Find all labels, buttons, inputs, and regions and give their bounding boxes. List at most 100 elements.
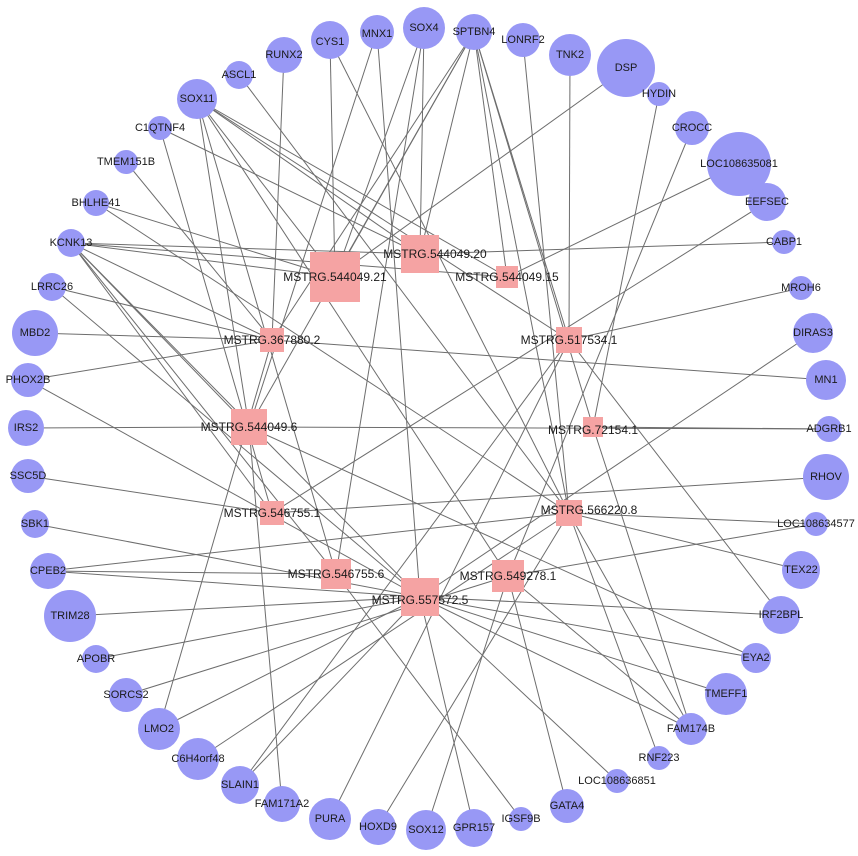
gene-node-tex22[interactable]	[782, 551, 820, 589]
gene-node-fam171a2[interactable]	[264, 786, 300, 822]
gene-node-phox2b[interactable]	[11, 363, 45, 397]
gene-node-sorcs2[interactable]	[109, 678, 143, 712]
edge-m-72154-1-hydin	[592, 93, 660, 428]
gene-node-loc108635081[interactable]	[707, 132, 771, 196]
gene-node-slain1[interactable]	[221, 766, 259, 804]
edge-m-517534-1-irf2bpl	[568, 339, 782, 616]
edge-m-557572-5-cpeb2	[47, 570, 421, 598]
gene-node-eefsec[interactable]	[748, 183, 786, 221]
edge-m-557572-5-eya2	[419, 596, 757, 659]
edge-m-566220-8-hoxd9	[377, 512, 570, 828]
node-label-lmo2: LMO2	[144, 723, 174, 735]
gene-node-sox11[interactable]	[177, 79, 217, 119]
hub-node-mstrg-566220-8[interactable]	[556, 500, 582, 526]
node-label-ascl1: ASCL1	[222, 69, 257, 81]
gene-node-sox4[interactable]	[403, 7, 445, 49]
gene-node-loc108636851[interactable]	[605, 769, 629, 793]
gene-node-fam174b[interactable]	[675, 713, 707, 745]
hub-node-mstrg-544049-15[interactable]	[496, 266, 518, 288]
gene-node-sptbn4[interactable]	[456, 14, 492, 50]
edge-layer	[25, 27, 830, 831]
gene-node-mn1[interactable]	[806, 360, 846, 400]
edge-m-367880-2-lrrc26	[51, 286, 273, 341]
edge-m-557572-5-irf2bpl	[419, 596, 782, 616]
gene-node-c1qtnf4[interactable]	[148, 116, 172, 140]
hub-node-mstrg-367880-2[interactable]	[260, 328, 284, 352]
gene-node-tnk2[interactable]	[549, 34, 591, 76]
gene-node-loc108634577[interactable]	[804, 512, 828, 536]
gene-node-kcnk13[interactable]	[57, 229, 85, 257]
hub-node-mstrg-517534-1[interactable]	[556, 327, 582, 353]
gene-node-sox12[interactable]	[406, 810, 446, 850]
gene-node-bhlhe41[interactable]	[83, 190, 109, 216]
gene-node-irs2[interactable]	[8, 410, 44, 446]
edge-m-367880-2-runx2	[271, 54, 285, 341]
edge-m-546755-1-ssc5d	[27, 475, 273, 514]
gene-node-cabp1[interactable]	[772, 230, 796, 254]
gene-node-cpeb2[interactable]	[30, 553, 66, 589]
gene-node-rhov[interactable]	[803, 454, 849, 500]
hub-node-mstrg-546755-1[interactable]	[260, 501, 284, 525]
hub-node-mstrg-549278-1[interactable]	[492, 560, 524, 592]
edge-m-544049-21-kcnk13	[70, 242, 336, 278]
gene-node-ssc5d[interactable]	[11, 459, 45, 493]
gene-node-apobr[interactable]	[82, 645, 110, 673]
gene-node-dsp[interactable]	[597, 39, 655, 97]
edge-m-546755-1-c1qtnf4	[159, 127, 273, 514]
gene-node-ascl1[interactable]	[225, 61, 253, 89]
gene-node-eya2[interactable]	[741, 643, 771, 673]
edge-m-557572-5-phox2b	[27, 379, 421, 598]
gene-node-lrrc26[interactable]	[38, 273, 66, 301]
node-label-lrrc26: LRRC26	[31, 281, 73, 293]
gene-node-tmeff1[interactable]	[705, 673, 747, 715]
gene-node-crocc[interactable]	[675, 111, 709, 145]
edge-m-557572-5-diras3	[419, 332, 814, 598]
gene-node-mnx1[interactable]	[360, 15, 394, 49]
gene-node-tmem151b[interactable]	[114, 150, 138, 174]
gene-node-c6h4orf48[interactable]	[177, 738, 219, 780]
hub-node-mstrg-72154-1[interactable]	[583, 417, 603, 437]
gene-node-igsf9b[interactable]	[509, 807, 533, 831]
hub-node-mstrg-544049-21[interactable]	[310, 252, 360, 302]
hub-node-mstrg-557572-5[interactable]	[401, 578, 439, 616]
gene-node-gata4[interactable]	[550, 789, 584, 823]
edge-m-549278-1-gata4	[507, 575, 568, 807]
node-label-tmem151b: TMEM151B	[97, 156, 155, 168]
gene-node-pura[interactable]	[309, 798, 351, 840]
edge-m-367880-2-tmem151b	[125, 161, 273, 341]
node-label-mnx1: MNX1	[362, 28, 393, 40]
gene-node-lmo2[interactable]	[138, 708, 180, 750]
node-label-loc108636851: LOC108636851	[578, 775, 656, 787]
node-label-cpeb2: CPEB2	[30, 565, 66, 577]
node-label-tnk2: TNK2	[556, 49, 584, 61]
hub-node-mstrg-546755-6[interactable]	[321, 559, 351, 589]
gene-node-hydin[interactable]	[647, 82, 671, 106]
hub-node-mstrg-544049-6[interactable]	[231, 409, 267, 445]
gene-node-hoxd9[interactable]	[360, 809, 396, 845]
edge-m-566220-8-c6h4orf48	[197, 512, 570, 760]
gene-node-gpr157[interactable]	[455, 809, 493, 847]
node-label-mn1: MN1	[814, 374, 837, 386]
gene-node-cys1[interactable]	[311, 21, 349, 59]
gene-node-trim28[interactable]	[44, 590, 96, 642]
gene-node-sbk1[interactable]	[21, 510, 49, 538]
gene-node-mroh6[interactable]	[789, 276, 813, 300]
edge-m-544049-21-sox11	[196, 98, 336, 278]
edge-m-566220-8-lonrf2	[522, 39, 570, 514]
node-label-runx2: RUNX2	[265, 49, 302, 61]
gene-node-diras3[interactable]	[793, 313, 833, 353]
edge-m-557572-5-trim28	[69, 596, 421, 617]
hub-node-mstrg-544049-20[interactable]	[401, 235, 439, 273]
node-label-bhlhe41: BHLHE41	[72, 197, 121, 209]
gene-node-rnf223[interactable]	[647, 746, 671, 770]
node-label-mstrg-546755-6: MSTRG.546755.6	[288, 567, 385, 581]
edge-m-546755-1-rhov	[271, 476, 827, 514]
gene-node-irf2bpl[interactable]	[762, 596, 800, 634]
gene-node-mbd2[interactable]	[12, 310, 58, 356]
gene-node-runx2[interactable]	[266, 37, 302, 73]
gene-node-lonrf2[interactable]	[506, 23, 540, 57]
node-label-irs2: IRS2	[14, 422, 38, 434]
edge-m-544049-20-cabp1	[419, 241, 785, 255]
node-label-fam174b: FAM174B	[667, 723, 715, 735]
gene-node-adgrb1[interactable]	[816, 416, 842, 442]
